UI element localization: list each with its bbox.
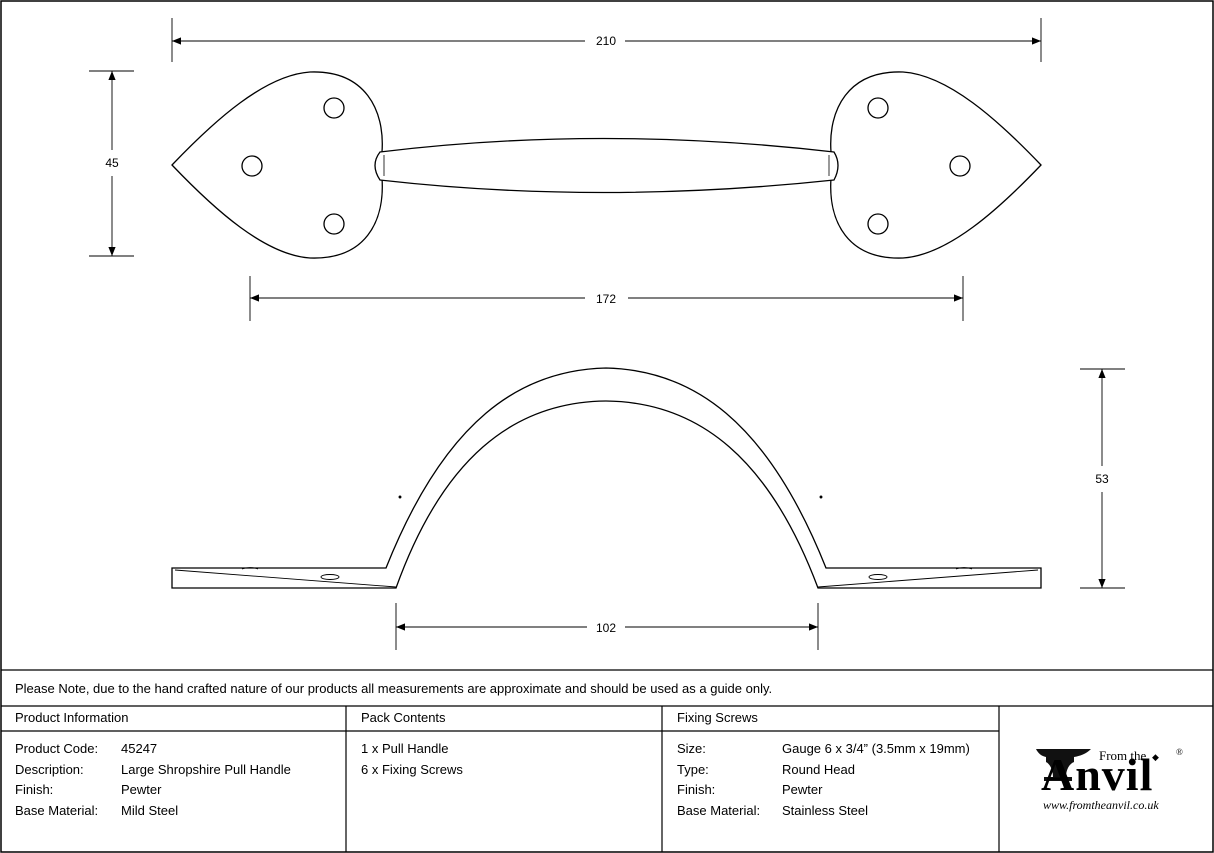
product-code-label: Product Code: <box>15 741 99 756</box>
logo-brand: Anvil <box>1041 749 1154 800</box>
finish-value: Pewter <box>121 782 162 797</box>
dimension-label-overall-width: 210 <box>596 34 616 48</box>
dimension-fixing-centres <box>249 276 964 321</box>
pack-item: 1 x Pull Handle <box>361 741 449 756</box>
dimension-projection <box>1080 368 1125 589</box>
anvil-logo-icon <box>1036 749 1091 781</box>
dimension-label-projection: 53 <box>1095 472 1109 486</box>
dimension-overall-width <box>171 18 1042 62</box>
dimension-label-grip-span: 102 <box>596 621 616 635</box>
disclaimer-note: Please Note, due to the hand crafted nat… <box>15 681 773 696</box>
product-info-heading: Product Information <box>15 710 129 725</box>
base-material-value: Mild Steel <box>121 803 179 818</box>
screw-size-value: Gauge 6 x 3/4” (3.5mm x 19mm) <box>782 741 970 756</box>
screw-finish-label: Finish: <box>677 782 716 797</box>
dimension-height <box>89 70 134 257</box>
logo-url: www.fromtheanvil.co.uk <box>1043 798 1159 812</box>
screw-material-value: Stainless Steel <box>782 803 868 818</box>
left-backplate <box>171 71 383 259</box>
product-code-value: 45247 <box>121 741 158 756</box>
screw-material-label: Base Material: <box>677 803 761 818</box>
description-value: Large Shropshire Pull Handle <box>121 762 291 777</box>
screw-hole <box>867 97 889 119</box>
screw-finish-value: Pewter <box>782 782 823 797</box>
base-material-label: Base Material: <box>15 803 99 818</box>
screw-hole <box>241 155 263 177</box>
dimension-label-fixing-centres: 172 <box>596 292 616 306</box>
finish-label: Finish: <box>15 782 54 797</box>
screw-hole <box>323 213 345 235</box>
screw-hole <box>949 155 971 177</box>
dimension-label-height: 45 <box>105 156 119 170</box>
side-profile <box>171 367 1042 589</box>
fixing-screws-heading: Fixing Screws <box>677 710 758 725</box>
top-view <box>171 71 1042 259</box>
side-view <box>171 367 1042 589</box>
description-label: Description: <box>15 762 84 777</box>
logo-from-the: From the <box>1099 748 1147 763</box>
logo-diamond-icon: ◆ <box>1152 752 1159 762</box>
dimension-grip-span <box>395 603 819 650</box>
screw-size-label: Size: <box>677 741 706 756</box>
pack-item: 6 x Fixing Screws <box>361 762 463 777</box>
screw-type-value: Round Head <box>782 762 855 777</box>
screw-type-label: Type: <box>677 762 709 777</box>
pack-contents-heading: Pack Contents <box>361 710 446 725</box>
screw-hole <box>867 213 889 235</box>
logo-registered: ® <box>1176 747 1183 757</box>
right-backplate <box>830 71 1042 259</box>
handle-grip <box>374 137 839 194</box>
screw-hole <box>323 97 345 119</box>
info-table-grid <box>1 669 1213 852</box>
